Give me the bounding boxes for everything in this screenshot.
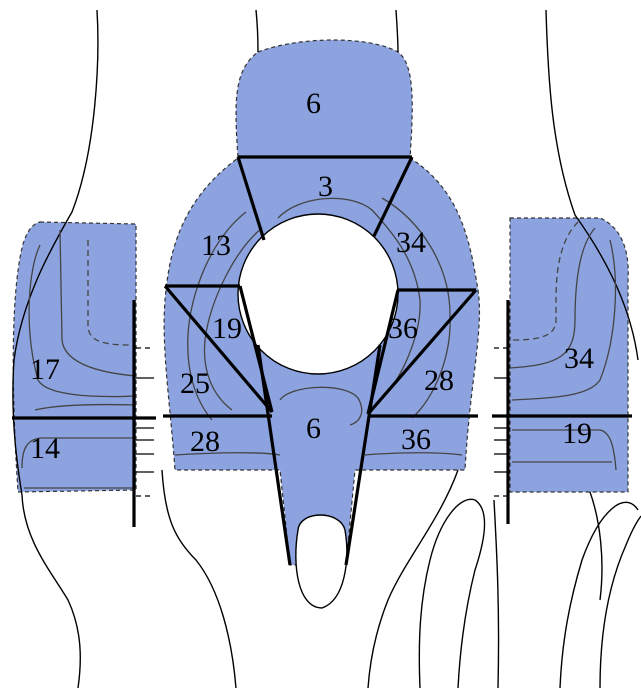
left-tick-marks — [136, 348, 154, 496]
zone-label-center-lower-left: 25 — [180, 367, 210, 400]
zone-label-center-bottom-left: 28 — [190, 425, 220, 458]
center-leg-right-outline — [396, 10, 398, 52]
foot-shape-3 — [600, 516, 641, 688]
zone-label-center-mid-left: 19 — [212, 312, 242, 345]
zone-label-right-lower: 19 — [562, 417, 592, 450]
zone-label-right-upper: 34 — [564, 342, 594, 375]
left-leg-inner-outline — [162, 470, 236, 688]
leg-lower-mid — [494, 500, 499, 688]
zone-label-center-upper-right: 34 — [396, 226, 426, 259]
zone-label-center-lower-right: 28 — [424, 364, 454, 397]
center-leg-left-outline — [256, 10, 258, 52]
zone-label-left-upper: 17 — [30, 353, 60, 386]
tuberosity-cutout — [296, 515, 347, 608]
zone-label-center-upper-left: 13 — [201, 229, 231, 262]
zone-label-center-upper: 3 — [318, 170, 333, 203]
zone-label-center-bottom-right: 36 — [401, 423, 431, 456]
zone-label-center-mid-right: 36 — [388, 312, 418, 345]
right-leg-lower-outline — [368, 470, 458, 688]
leg-lower-mid-2 — [590, 492, 602, 600]
zone-label-center-bottom: 6 — [306, 412, 321, 445]
zone-label-center-top: 6 — [306, 87, 321, 120]
zone-label-left-lower: 14 — [30, 432, 60, 465]
